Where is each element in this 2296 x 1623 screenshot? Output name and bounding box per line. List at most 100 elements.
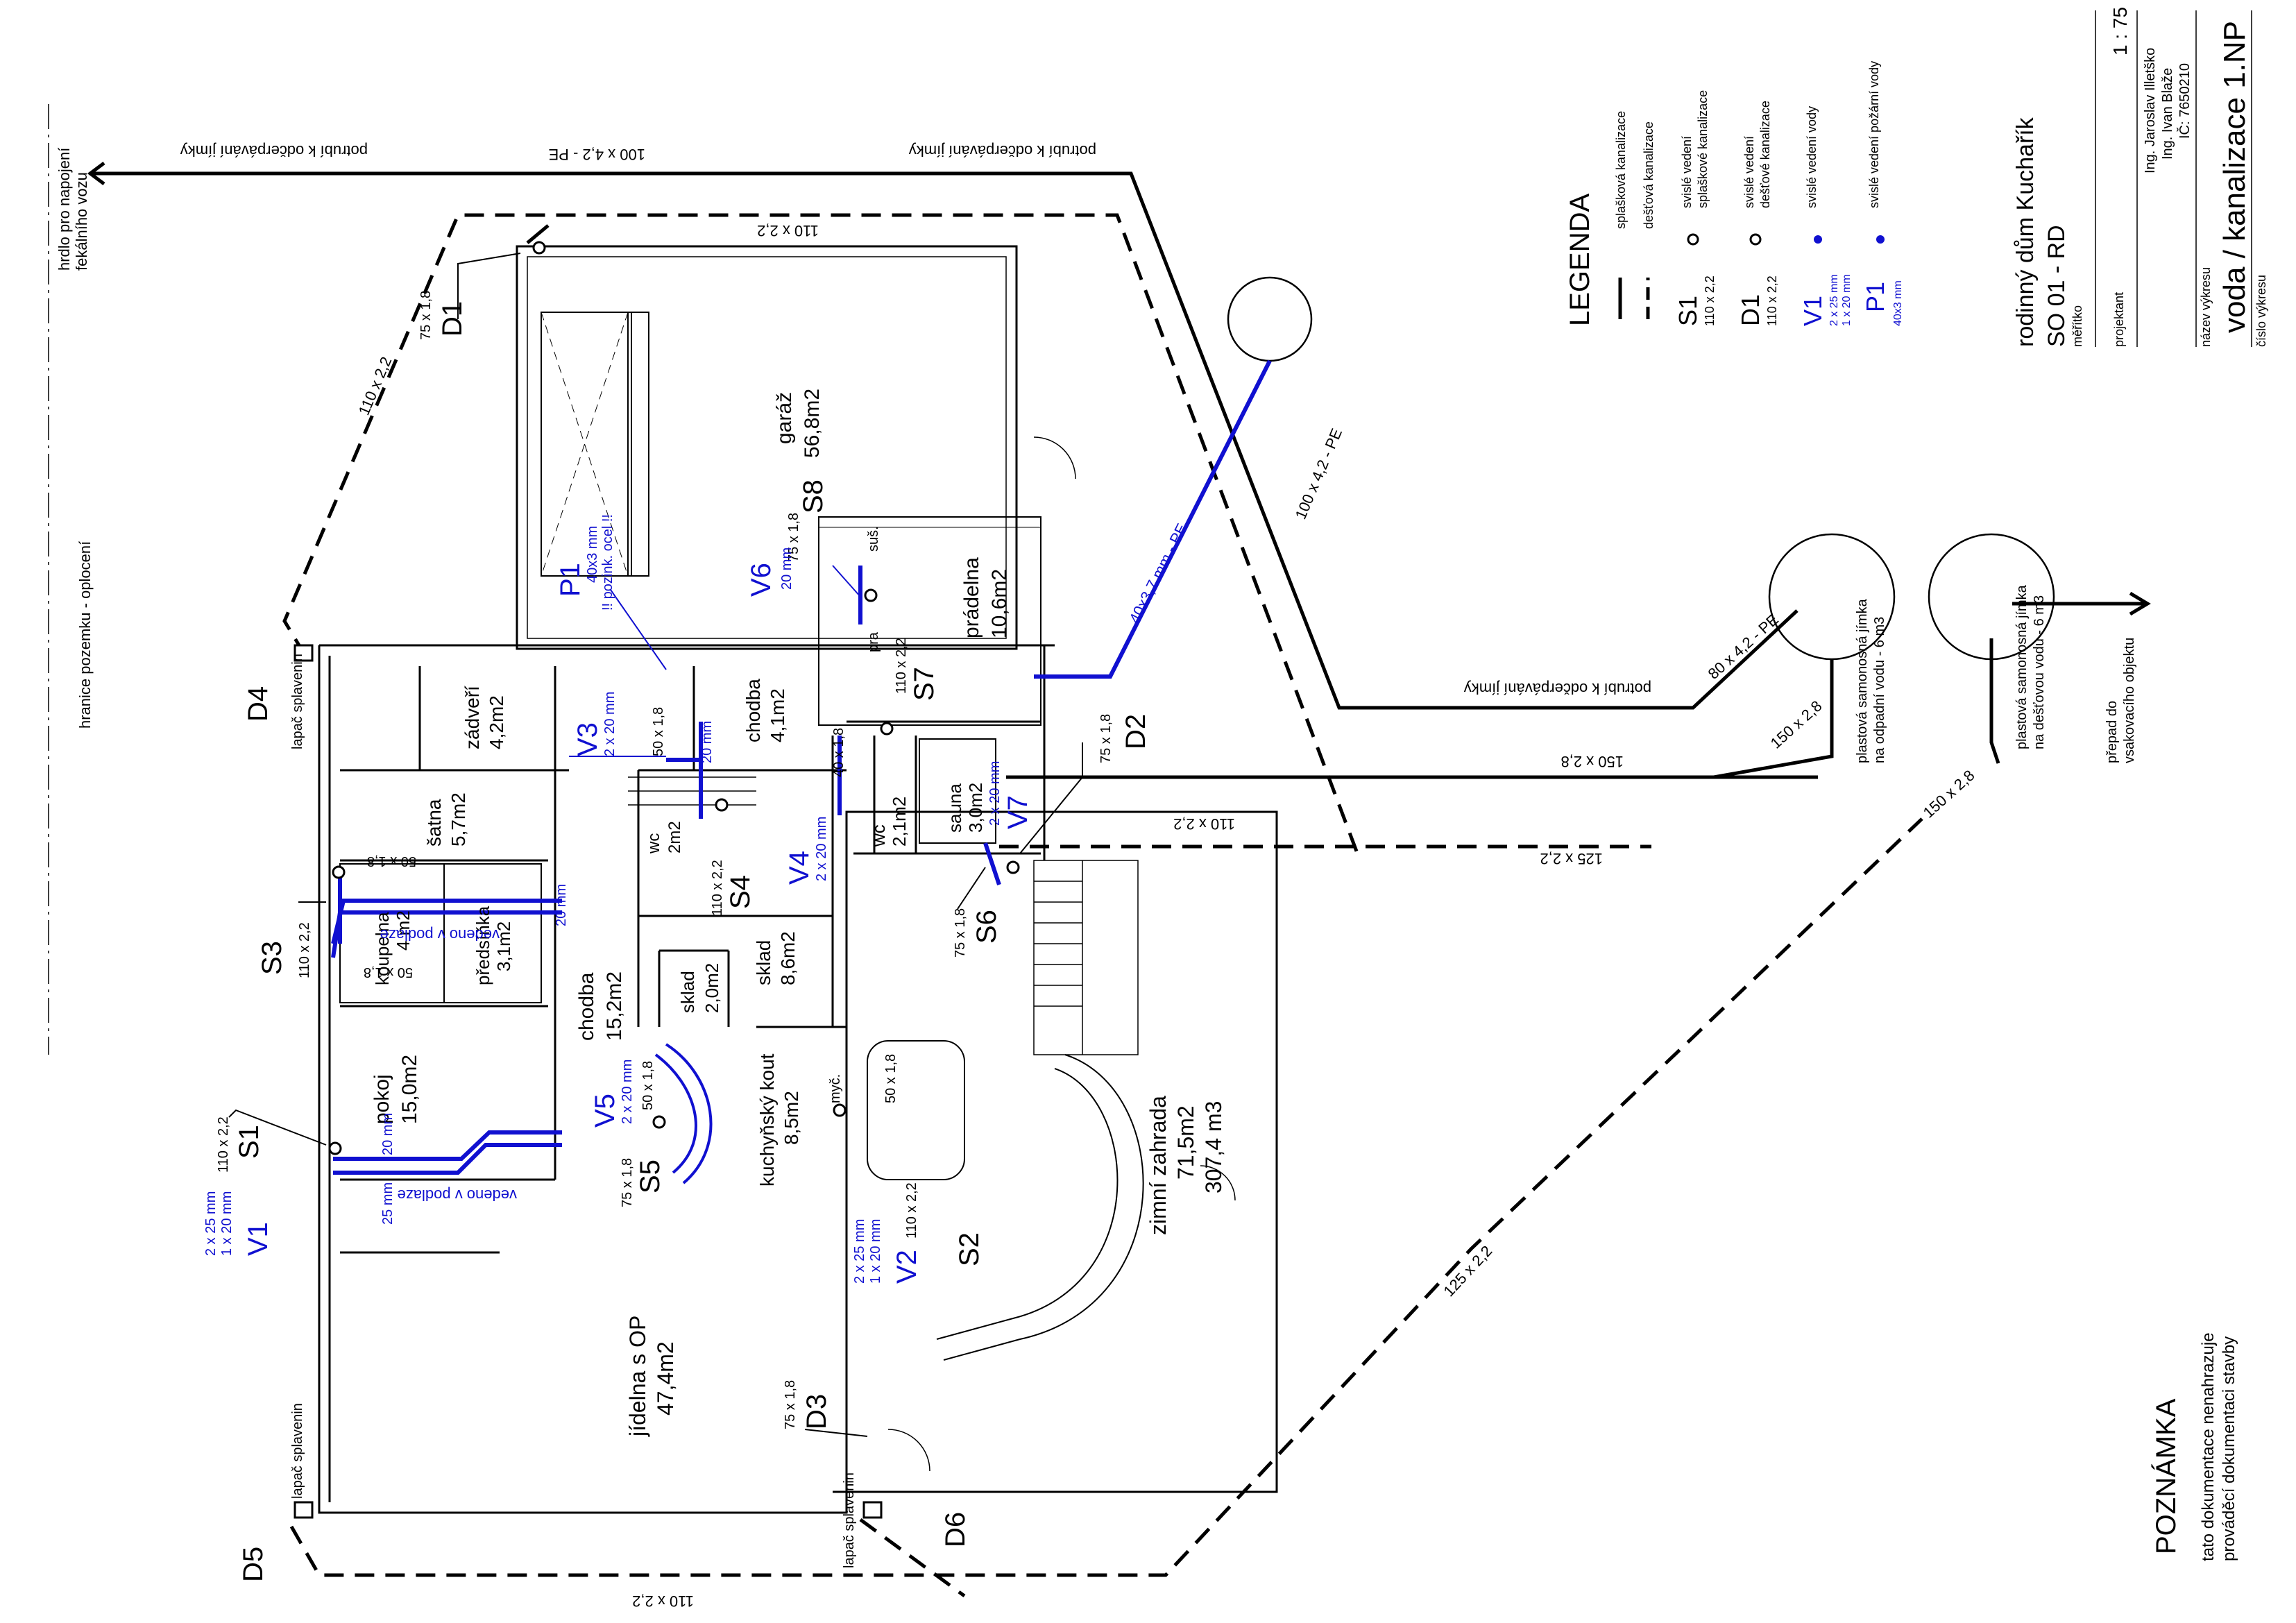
fixture-label: suš.: [866, 526, 881, 552]
scale-label: měřítko: [2070, 305, 2084, 347]
water-node-label: V6: [746, 563, 776, 597]
designer-name: Ing. Jaroslav Illetško: [2143, 48, 2158, 173]
designer-label: projektant: [2112, 292, 2126, 347]
pipe-size-label: 100 x 4,2 - PE: [549, 146, 645, 163]
node-label: D3: [801, 1394, 832, 1429]
fecal-inlet-note: hrdlo pro napojení: [56, 148, 73, 271]
room-area: 8,6m2: [777, 931, 799, 985]
fixture-label: myč.: [828, 1074, 843, 1103]
legend-size: 110 x 2,2: [1703, 275, 1717, 326]
pipe-size-label: 150 x 2,8: [1767, 697, 1826, 752]
fecal-inlet-note: fekálního vozu: [73, 172, 90, 271]
pipe-size-label: 40 x 1,8: [831, 728, 847, 777]
legend: LEGENDA splašková kanalizace dešťová kan…: [1565, 61, 1904, 326]
water-leaders: [569, 565, 861, 757]
pipe-size-label: 50 x 1,8: [883, 1054, 899, 1103]
node-label: S7: [909, 667, 939, 701]
drawing-name: voda / kanalizace 1.NP: [2218, 21, 2252, 333]
leader-lines: [228, 253, 1083, 1437]
fence-label: hranice pozemku - oplocení: [76, 541, 94, 729]
pipe-size-label: 110 x 2,2: [297, 922, 312, 978]
water-spec: 2 x 20 mm: [602, 692, 618, 756]
pipe-size-label: 50 x 1,8: [367, 853, 416, 869]
pipe-size-label: 110 x 2,2: [1173, 815, 1235, 833]
water-node-label: V4: [784, 851, 815, 885]
pipe-size-label: 150 x 2,8: [1561, 753, 1624, 770]
pipe-size-label: 75 x 1,8: [1098, 714, 1114, 763]
pipe-size-label: 110 x 2,2: [355, 354, 396, 418]
water-route-note: vedeno v podlaze: [380, 926, 500, 944]
room-area: 71,5m2: [1173, 1105, 1198, 1180]
water-spec: 20 mm: [554, 884, 569, 926]
water-spec: 2 x 20 mm: [987, 761, 1003, 826]
room-name: chodba: [575, 972, 598, 1041]
room-name: wc: [645, 833, 663, 854]
rainwater-lines: [282, 213, 1923, 1598]
water-node-label: P1: [555, 563, 586, 597]
node-label: S3: [257, 941, 287, 975]
legend-size: 40x3 mm: [1892, 280, 1904, 326]
room-name: sklad: [753, 940, 774, 985]
room-name: jídelna s OP: [625, 1316, 650, 1437]
room-area: 2m2: [665, 821, 684, 853]
room-name: zádveří: [461, 686, 483, 749]
water-spec: 2 x 20 mm: [814, 817, 829, 881]
title-block: rodinný dům Kuchařík SO 01 - RD měřítko …: [2012, 7, 2268, 347]
scale-value: 1 : 75: [2109, 7, 2131, 56]
room-area: 8,5m2: [781, 1091, 802, 1145]
room-area: 47,4m2: [653, 1341, 678, 1416]
room-area: 15,0m2: [398, 1055, 421, 1124]
room-area: 4,1m2: [767, 688, 788, 742]
trap-label: lapač splavenin: [290, 1403, 305, 1499]
pipe-size-label: 75 x 1,8: [620, 1158, 635, 1207]
water-spec: 20 mm: [380, 1113, 396, 1155]
room-name: kuchyňský kout: [756, 1053, 778, 1187]
room-area: 4,2m2: [486, 695, 507, 749]
water-spec: 2 x 25 mm: [203, 1191, 219, 1256]
legend-label: svislé vedení požární vody: [1867, 61, 1881, 208]
water-spec: !! pozink. ocel !!: [600, 514, 615, 611]
legend-marker: [1687, 233, 1699, 246]
sewer-lines: [87, 162, 2151, 779]
overflow-note: přepad do: [2104, 701, 2120, 763]
node-label: D4: [243, 686, 273, 722]
pipe-size-label: 75 x 1,8: [783, 1380, 798, 1429]
legend-marker: [1749, 233, 1762, 246]
pipe-size-label: 75 x 1,8: [418, 291, 434, 340]
room-name: wc: [868, 824, 889, 847]
pipe-size-label: 110 x 2,2: [632, 1592, 694, 1610]
fixture-label: pra: [866, 631, 881, 652]
water-lines: [331, 359, 1272, 1184]
water-spec: 40x3,7 mm - PE: [1125, 520, 1191, 626]
room-area: 56,8m2: [801, 389, 824, 458]
node-label: S1: [234, 1125, 264, 1159]
building-walls: [318, 245, 1278, 1514]
node-markers: [328, 241, 1020, 1155]
room-area: 3,1m2: [493, 921, 514, 971]
legend-marker: [1814, 235, 1822, 244]
room-area: 5,7m2: [448, 792, 469, 847]
legend-marker: [1876, 235, 1885, 244]
legend-symbol: S1: [1674, 296, 1702, 326]
room-name: zimní zahrada: [1146, 1096, 1171, 1235]
node-label: D2: [1121, 714, 1151, 749]
black-labels: 100 x 4,2 - PE 110 x 2,2 110 x 2,2 125 x…: [56, 142, 2137, 1610]
pipe-size-label: 110 x 2,2: [216, 1116, 231, 1173]
legend-label: svislé vedení: [1680, 136, 1694, 208]
pipe-size-label: 50 x 1,8: [651, 707, 666, 756]
rain-traps: [294, 644, 883, 1519]
water-spec: 25 mm: [380, 1182, 396, 1225]
room-area: 2,1m2: [889, 797, 910, 847]
trap-label: lapač splavenin: [842, 1472, 857, 1568]
room-labels: garáž 56,8m2 prádelna 10,6m2 chodba 4,1m…: [371, 389, 1226, 1437]
room-area: 2,0m2: [701, 963, 722, 1013]
tank-note: plastová samonosná jímka: [2014, 584, 2030, 749]
pipe-note: potrubí k odčerpávání jímky: [180, 142, 368, 160]
number-label: číslo výkresu: [2254, 275, 2268, 347]
room-name: chodba: [742, 679, 764, 742]
pipe-note: potrubí k odčerpávání jímky: [1464, 680, 1651, 697]
node-label: S4: [725, 875, 756, 909]
legend-label: dešťové kanalizace: [1758, 101, 1772, 208]
pipe-size-label: 110 x 2,2: [710, 860, 725, 916]
legend-size: 1 x 20 mm: [1841, 274, 1853, 326]
